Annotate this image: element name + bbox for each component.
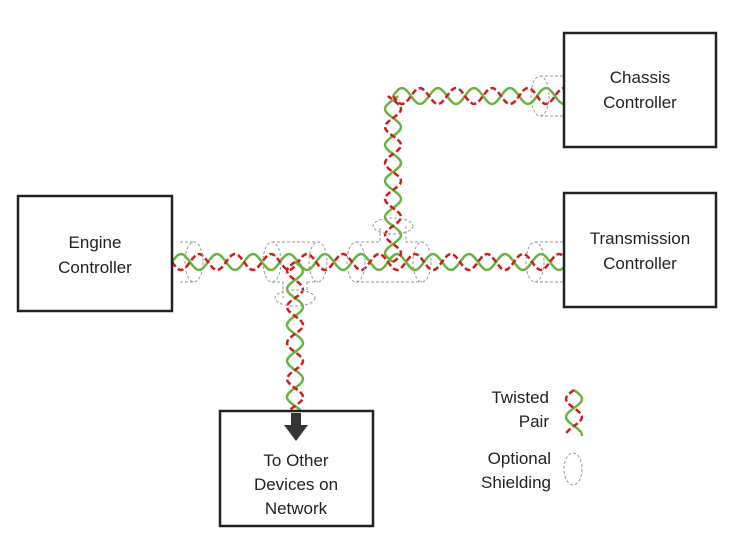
- shielding-group: [180, 75, 565, 307]
- shield-transmission-end: [525, 241, 545, 283]
- shield-tee-left: [262, 241, 282, 283]
- legend-twisted-line-1: Twisted: [491, 388, 549, 407]
- transmission-label-line-2: Controller: [603, 254, 677, 273]
- legend: Twisted Pair Optional Shielding: [481, 388, 584, 492]
- legend-shield-line-1: Optional: [488, 449, 551, 468]
- legend-pair-wire-a: [564, 388, 584, 436]
- shield-junction-right: [412, 241, 432, 283]
- branch-chassis: [391, 86, 565, 106]
- shield-tee-outline: [272, 241, 318, 298]
- branch-up: [383, 95, 403, 264]
- legend-pair-wire-b: [564, 388, 584, 436]
- bus-main: [170, 252, 565, 272]
- chassis-controller-node: Chassis Controller: [562, 31, 718, 149]
- shield-junction-left: [346, 241, 366, 283]
- shield-tee-right: [308, 241, 328, 283]
- shield-transmission-outline: [535, 241, 565, 283]
- branch-chassis-wire-a: [391, 86, 565, 106]
- other-label-line-3: Network: [265, 499, 328, 518]
- branch-down: [285, 260, 305, 414]
- chassis-label-line-2: Controller: [603, 93, 677, 112]
- branch-down-wire-a: [285, 260, 305, 414]
- legend-shield-line-2: Shielding: [481, 473, 551, 492]
- legend-pair: [564, 388, 584, 436]
- shield-chassis-end: [530, 75, 550, 117]
- branch-chassis-wire-b: [391, 86, 565, 106]
- engine-controller-node: Engine Controller: [16, 194, 174, 313]
- twisted-pair-wires: [170, 86, 565, 414]
- engine-label-line-2: Controller: [58, 258, 132, 277]
- other-label-line-1: To Other: [263, 451, 329, 470]
- shield-junction-outline: [356, 226, 422, 283]
- bus-main-wire-b: [170, 252, 565, 272]
- shield-tee-bottom: [274, 289, 316, 307]
- transmission-label-line-1: Transmission: [590, 229, 690, 248]
- shield-engine-end: [184, 241, 204, 283]
- legend-twisted-line-2: Pair: [519, 412, 550, 431]
- chassis-label-line-1: Chassis: [610, 68, 670, 87]
- shielding-icon: [563, 452, 583, 486]
- transmission-controller-node: Transmission Controller: [562, 191, 718, 309]
- twisted-pair-icon: [564, 388, 584, 436]
- bus-main-wire-a: [170, 252, 565, 272]
- shield-chassis-outline: [540, 75, 565, 117]
- other-label-line-2: Devices on: [254, 475, 338, 494]
- shield-engine-outline: [180, 241, 194, 283]
- shield-junction-top: [372, 217, 414, 235]
- down-arrow-icon: [284, 413, 308, 441]
- branch-up-wire-b: [383, 95, 403, 264]
- engine-label-line-1: Engine: [69, 233, 122, 252]
- branch-up-wire-a: [383, 95, 403, 264]
